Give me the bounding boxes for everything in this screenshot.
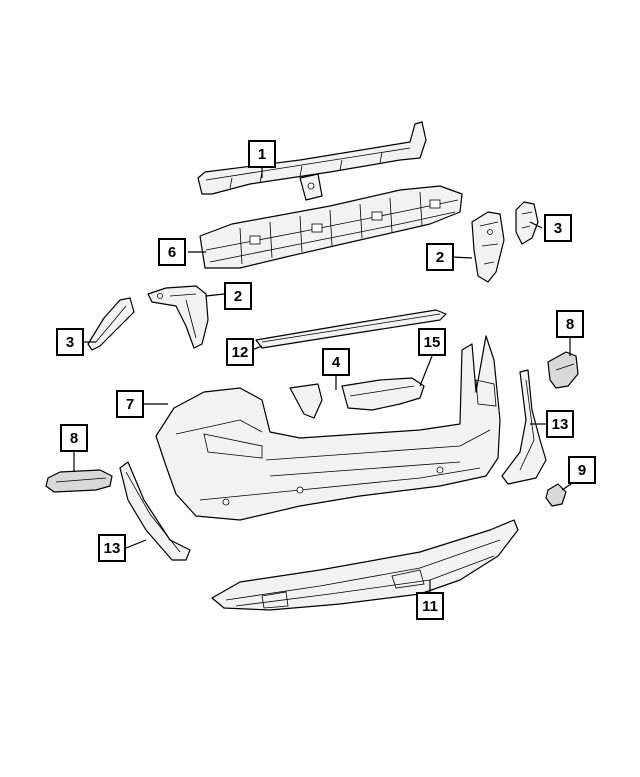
part-7-bumper-fascia — [155, 335, 501, 521]
callout-13-right[interactable]: 13 — [546, 410, 574, 438]
callout-9[interactable]: 9 — [568, 456, 596, 484]
callout-2-right[interactable]: 2 — [426, 243, 454, 271]
part-8-left-reflector — [45, 469, 113, 493]
callout-12[interactable]: 12 — [226, 338, 254, 366]
part-15-shield — [341, 377, 425, 411]
part-3-left-bracket — [87, 297, 135, 351]
part-13-right-molding — [501, 369, 547, 485]
part-2-left-bracket — [147, 285, 209, 349]
callout-2-left[interactable]: 2 — [224, 282, 252, 310]
callout-7[interactable]: 7 — [116, 390, 144, 418]
part-13-left-molding — [119, 461, 191, 561]
part-8-right-reflector — [547, 351, 579, 389]
callout-3-left[interactable]: 3 — [56, 328, 84, 356]
part-2-right-bracket — [471, 211, 505, 283]
callout-4[interactable]: 4 — [322, 348, 350, 376]
callout-6[interactable]: 6 — [158, 238, 186, 266]
part-12-step-pad — [255, 309, 447, 349]
part-4-bracket — [289, 383, 323, 419]
part-1-bumper-bracket-bar — [197, 121, 427, 201]
callout-3-right[interactable]: 3 — [544, 214, 572, 242]
leader-lines — [73, 168, 575, 592]
callout-13-left[interactable]: 13 — [98, 534, 126, 562]
callout-1[interactable]: 1 — [248, 140, 276, 168]
callout-8-right[interactable]: 8 — [556, 310, 584, 338]
callout-8-left[interactable]: 8 — [60, 424, 88, 452]
callout-15[interactable]: 15 — [418, 328, 446, 356]
part-6-impact-beam — [199, 185, 463, 269]
part-3-right-bracket — [515, 201, 539, 245]
callout-11[interactable]: 11 — [416, 592, 444, 620]
part-11-lower-valance — [211, 519, 519, 611]
part-9-cover — [545, 483, 567, 507]
